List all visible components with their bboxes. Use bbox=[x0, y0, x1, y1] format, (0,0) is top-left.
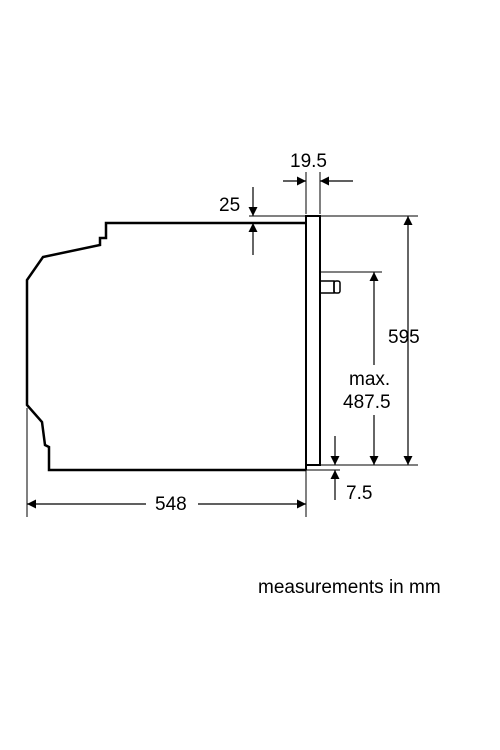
dimension-25-label: 25 bbox=[219, 195, 240, 216]
oven-door-panel bbox=[305, 215, 321, 466]
door-handle bbox=[320, 280, 335, 294]
units-caption: measurements in mm bbox=[258, 577, 441, 598]
dimension-548-label: 548 bbox=[155, 494, 187, 515]
dimension-487-5-prefix: max. bbox=[349, 369, 390, 390]
dimension-7-5-label: 7.5 bbox=[346, 483, 372, 504]
dimension-595-label: 595 bbox=[388, 327, 420, 348]
dimension-487-5-label-bg bbox=[341, 365, 391, 415]
dimension-548-label-bg bbox=[146, 490, 198, 516]
door-handle-knob bbox=[333, 280, 341, 294]
dimension-487-5-label: 487.5 bbox=[343, 392, 391, 413]
oven-body-outline bbox=[25, 221, 306, 472]
dimension-19-5-label: 19.5 bbox=[290, 151, 327, 172]
